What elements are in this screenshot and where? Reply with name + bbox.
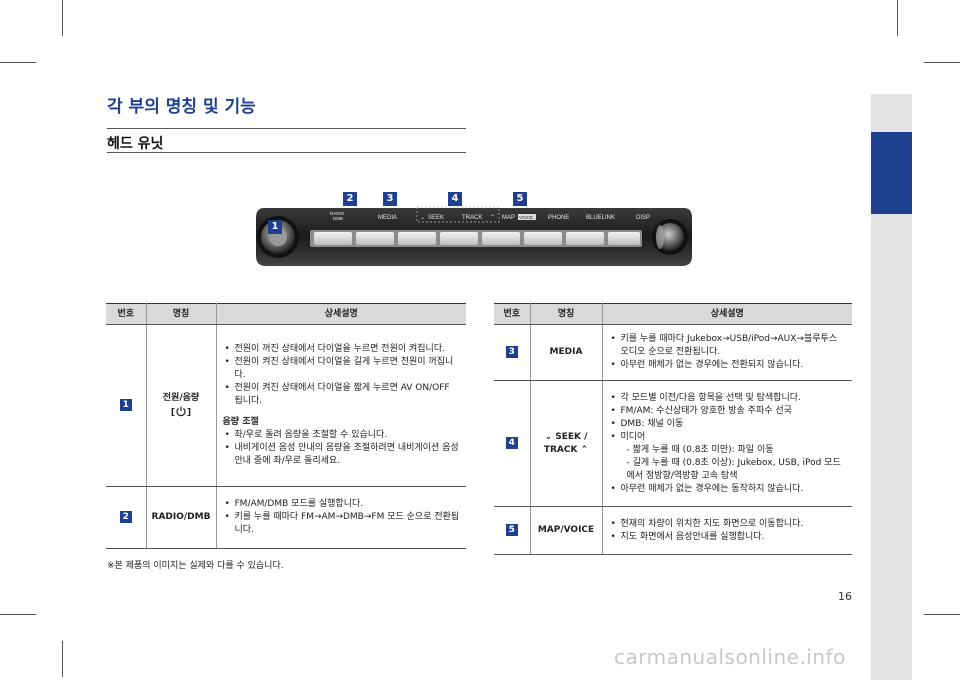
list-item: 전원이 켜진 상태에서 다이얼을 짧게 누르면 AV ON/OFF 됩니다. [225, 382, 461, 408]
table-row: 2 RADIO/DMB FM/AM/DMB 모드를 실행합니다. 키를 누를 때… [106, 486, 466, 549]
row-name: MAP/VOICE [530, 506, 603, 555]
row-name: 전원/음량 [] [146, 324, 217, 487]
row-badge: 1 [119, 399, 132, 411]
panel-label-track: TRACK [462, 215, 482, 221]
row-badge: 2 [119, 511, 132, 523]
parts-table-left: 번호 명칭 상세설명 1 전원/음량 [] 전원이 꺼진 상태에서 다이얼을 누… [106, 303, 466, 549]
row-desc: 각 모드별 이전/다음 항목을 선택 및 탐색합니다. FM/AM: 수신상태가… [602, 380, 852, 507]
row-name: RADIO/DMB [146, 486, 217, 549]
list-item: 아무런 매체가 없는 경우에는 동작하지 않습니다. [611, 483, 847, 496]
sub-item: - 길게 누를 때 (0.8초 이상): Jukebox, USB, iPod … [626, 457, 841, 481]
chapter-tab [871, 132, 912, 214]
panel-label-media: MEDIA [378, 215, 397, 221]
panel-label-map: MAP [502, 215, 515, 221]
crop-mark [62, 0, 63, 36]
header-desc: 상세설명 [602, 303, 852, 325]
callout-3: 3 [383, 192, 397, 206]
panel-label-phone: PHONE [548, 215, 569, 221]
list-item: 현재의 차량이 위치한 지도 화면으로 이동합니다. [611, 518, 847, 531]
list-item: FM/AM/DMB 모드를 실행합니다. [225, 498, 461, 511]
table-row: 5 MAP/VOICE 현재의 차량이 위치한 지도 화면으로 이동합니다. 지… [494, 506, 852, 555]
row-desc: FM/AM/DMB 모드를 실행합니다. 키를 누를 때마다 FM→AM→DMB… [216, 486, 466, 549]
row-desc: 전원이 꺼진 상태에서 다이얼을 누르면 전원이 켜집니다. 전원이 켜진 상태… [216, 324, 466, 487]
row-desc: 키를 누를 때마다 Jukebox→USB/iPod→AUX→블루투스 오디오 … [602, 324, 852, 381]
row-badge: 5 [505, 524, 518, 536]
row-name: MEDIA [530, 324, 603, 381]
header-name: 명칭 [146, 303, 217, 325]
divider [107, 128, 466, 129]
crop-mark [924, 62, 960, 63]
list-item: 각 모드별 이전/다음 항목을 선택 및 탐색합니다. [611, 392, 847, 405]
list-item: 내비게이션 음성 안내의 음량을 조절하려면 내비게이션 음성 안내 중에 좌/… [225, 442, 461, 468]
chevron-up-icon: ⌃ [580, 444, 589, 455]
crop-mark [0, 62, 36, 63]
row-badge: 3 [505, 346, 518, 358]
sub-item: - 짧게 누를 때 (0.8초 미만): 파일 이동 [626, 444, 774, 455]
list-item: 미디어 - 짧게 누를 때 (0.8초 미만): 파일 이동 - 길게 누를 때… [611, 431, 847, 483]
row-badge: 4 [505, 437, 518, 449]
list-item: DMB: 채널 이동 [611, 418, 847, 431]
section-title: 각 부의 명칭 및 기능 [107, 97, 256, 117]
chevron-up-icon: ⌃ [490, 214, 495, 221]
list-item: 좌/우로 돌려 음량을 조절할 수 있습니다. [225, 429, 461, 442]
table-row: 3 MEDIA 키를 누를 때마다 Jukebox→USB/iPod→AUX→블… [494, 324, 852, 381]
crop-mark [924, 614, 960, 615]
watermark: carmanualsonline.info [614, 645, 846, 669]
crop-mark [897, 0, 898, 36]
page-number: 16 [838, 590, 852, 603]
panel-label-radio: RADIO [330, 211, 345, 216]
panel-label-bluelink: BLUELINK [586, 215, 615, 221]
list-item: 전원이 꺼진 상태에서 다이얼을 누르면 전원이 켜집니다. [225, 343, 461, 356]
callout-2: 2 [343, 192, 357, 206]
callout-5: 5 [513, 192, 527, 206]
crop-mark [62, 641, 63, 677]
list-item: 키를 누를 때마다 FM→AM→DMB→FM 모드 순으로 전환됩니다. [225, 511, 461, 537]
header-num: 번호 [106, 303, 147, 325]
table-header-row: 번호 명칭 상세설명 [106, 303, 466, 325]
chevron-down-icon: ⌄ [544, 431, 553, 442]
list-item: 전원이 켜진 상태에서 다이얼을 길게 누르면 전원이 꺼집니다. [225, 356, 461, 382]
panel-label-seek: SEEK [428, 215, 444, 221]
power-icon [176, 406, 186, 416]
table-header-row: 번호 명칭 상세설명 [494, 303, 852, 325]
panel-label-dmb: DMB [333, 216, 343, 221]
panel-label-voice: VOICE [519, 215, 533, 220]
panel-buttons [314, 232, 640, 245]
subheading: 음량 조절 [222, 417, 259, 427]
sub-title: 헤드 유닛 [107, 136, 164, 152]
divider [107, 152, 466, 153]
header-desc: 상세설명 [216, 303, 466, 325]
row-desc: 현재의 차량이 위치한 지도 화면으로 이동합니다. 지도 화면에서 음성안내를… [602, 506, 852, 555]
head-unit-illustration: RADIO DMB MEDIA ⌄ SEEK TRACK ⌃ MAP VOICE… [256, 206, 692, 266]
crop-mark [0, 614, 36, 615]
list-item: FM/AM: 수신상태가 양호한 방송 주파수 선국 [611, 405, 847, 418]
table-row: 1 전원/음량 [] 전원이 꺼진 상태에서 다이얼을 누르면 전원이 켜집니다… [106, 324, 466, 487]
list-item: 지도 화면에서 음성안내를 실행합니다. [611, 531, 847, 544]
table-row: 4 ⌄ SEEK / TRACK ⌃ 각 모드별 이전/다음 항목을 선택 및 … [494, 380, 852, 507]
list-item: 키를 누를 때마다 Jukebox→USB/iPod→AUX→블루투스 오디오 … [611, 333, 847, 359]
chevron-down-icon: ⌄ [420, 215, 425, 221]
header-num: 번호 [494, 303, 531, 325]
callout-1: 1 [268, 220, 282, 234]
row-name: ⌄ SEEK / TRACK ⌃ [530, 380, 603, 507]
list-item: 아무런 매체가 없는 경우에는 전환되지 않습니다. [611, 359, 847, 372]
image-disclaimer: ※본 제품의 이미지는 실제와 다를 수 있습니다. [107, 561, 284, 571]
header-name: 명칭 [530, 303, 603, 325]
callout-4: 4 [448, 192, 462, 206]
parts-table-right: 번호 명칭 상세설명 3 MEDIA 키를 누를 때마다 Jukebox→USB… [494, 303, 852, 555]
panel-label-disp: DISP [636, 215, 650, 221]
